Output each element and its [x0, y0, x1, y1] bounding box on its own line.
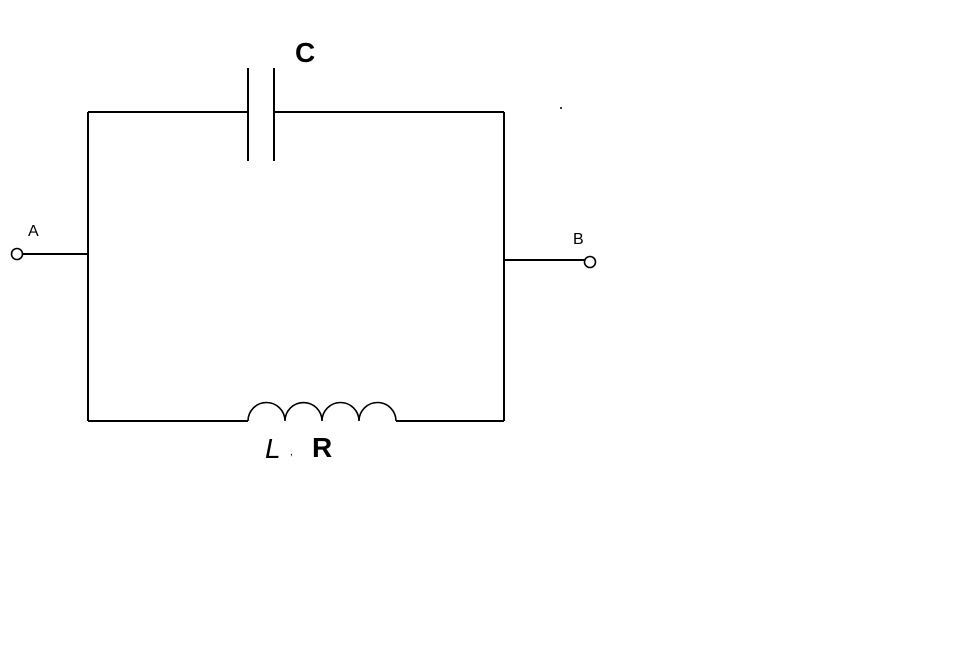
resistor-label: R [312, 432, 332, 463]
label-separator: , [290, 447, 293, 458]
terminal-b-label: B [573, 231, 584, 248]
stray-dot [560, 107, 562, 109]
inductor-coil [247, 401, 397, 422]
inductor-label: L [265, 433, 281, 464]
capacitor-label: C [295, 37, 315, 68]
terminal-b-node [583, 255, 597, 269]
terminal-a-node [10, 247, 24, 261]
terminal-a-label: A [28, 223, 39, 240]
